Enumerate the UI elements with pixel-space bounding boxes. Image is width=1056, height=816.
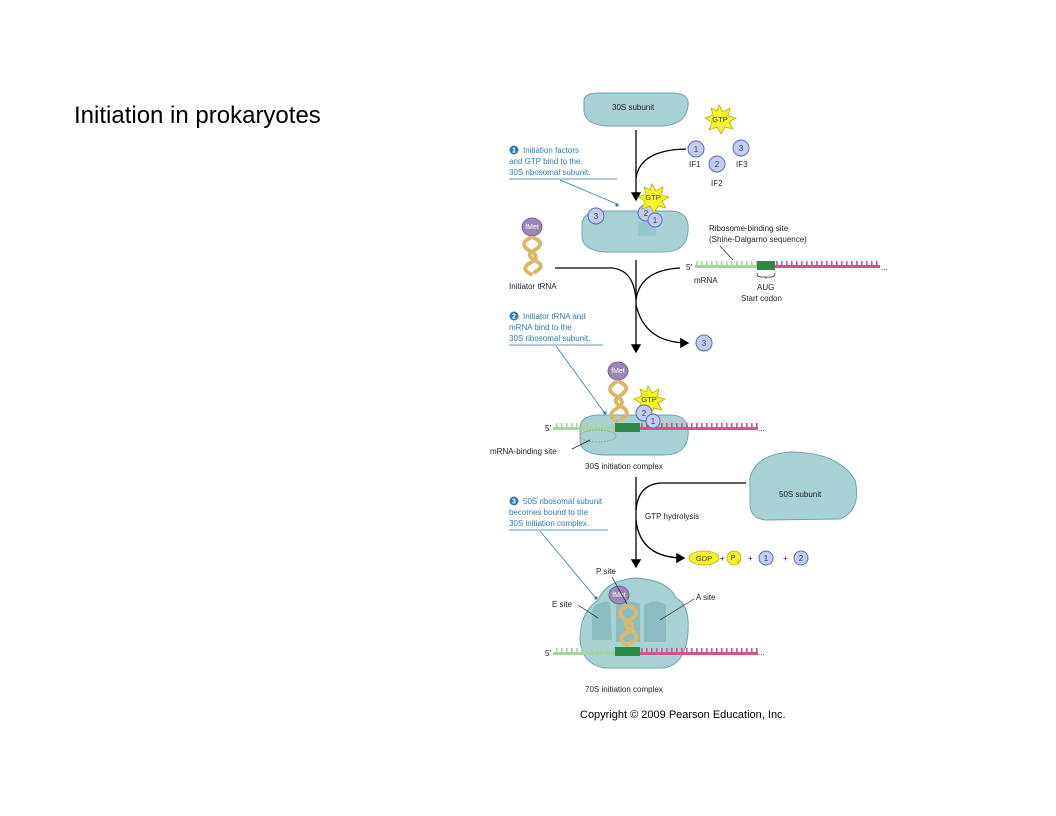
if1-factor: 1 — [687, 140, 705, 158]
30s-subunit-label: 30S subunit — [612, 103, 655, 112]
svg-text:3: 3 — [702, 339, 707, 348]
mrna-coding — [775, 261, 880, 270]
gtp-hydrolysis-label: GTP hydrolysis — [645, 512, 699, 521]
svg-text:2: 2 — [642, 409, 647, 418]
if2-label: IF2 — [711, 179, 723, 188]
mrna2-ellipsis: ... — [758, 424, 765, 433]
e-site-pocket — [592, 601, 612, 640]
svg-text:1: 1 — [764, 554, 769, 563]
svg-text:3: 3 — [594, 212, 599, 221]
if3-label: IF3 — [736, 160, 748, 169]
start-codon-label: Start codon — [741, 294, 782, 303]
slide-title: Initiation in prokaryotes — [74, 102, 321, 129]
svg-text:1: 1 — [653, 216, 658, 225]
svg-text:2: 2 — [512, 314, 516, 321]
svg-text:fMet: fMet — [525, 224, 539, 231]
50s-subunit-free — [749, 451, 858, 521]
svg-text:2: 2 — [799, 554, 804, 563]
svg-text:+: + — [748, 554, 753, 563]
svg-text:1: 1 — [694, 145, 699, 154]
svg-text:fMet: fMet — [612, 592, 626, 599]
phosphate-product: P i — [726, 550, 742, 566]
70s-complex-label: 70S initiation complex — [585, 685, 663, 694]
mrna-label: mRNA — [694, 276, 718, 285]
svg-text:GDP: GDP — [696, 554, 712, 563]
gtp-star-top: GTP — [704, 104, 738, 135]
svg-text:fMet: fMet — [611, 368, 625, 375]
mrna-shine-dalgarno — [695, 261, 757, 270]
if1-in-complex: 1 — [645, 413, 661, 429]
initiator-trna: fMet — [521, 217, 543, 276]
if1-bound: 1 — [647, 212, 663, 228]
svg-text:2: 2 — [644, 209, 649, 218]
step-2-note: 2 Initiator tRNA and mRNA bind to the 30… — [509, 311, 607, 415]
aug-label: AUG — [757, 283, 774, 292]
mrna-ellipsis: ... — [881, 263, 888, 272]
e-site-label: E site — [552, 600, 573, 609]
trna-in-30s-complex: fMet — [607, 361, 629, 423]
mrna3-5prime-label: 5′ — [545, 649, 551, 658]
30s-subunit-free — [583, 92, 689, 127]
trna-in-70s-complex: fMet — [608, 585, 639, 647]
svg-text:30S ribosomal subunit.: 30S ribosomal subunit. — [509, 334, 590, 343]
if3-factor: 3 — [732, 139, 750, 157]
svg-text:GTP: GTP — [641, 395, 656, 404]
arrow-trna-in — [555, 267, 637, 301]
a-site-pocket — [644, 601, 666, 642]
if2-released: 2 — [793, 550, 809, 566]
svg-text:and GTP bind to the: and GTP bind to the — [509, 157, 581, 166]
if3-released: 3 — [695, 334, 713, 352]
50s-subunit-label: 50S subunit — [779, 490, 822, 499]
arrow-if3-release — [635, 304, 690, 349]
if3-bound: 3 — [587, 207, 605, 225]
svg-text:becomes bound to the: becomes bound to the — [509, 508, 589, 517]
step-1-note: 1 Initiation factors and GTP bind to the… — [509, 145, 619, 207]
30s-complex-label: 30S initiation complex — [585, 462, 663, 471]
svg-text:2: 2 — [715, 160, 720, 169]
if1-released: 1 — [758, 550, 774, 566]
svg-text:1: 1 — [512, 148, 516, 155]
arrow-factors-in — [635, 148, 687, 179]
30s-initiation-complex — [579, 414, 689, 456]
mrna2-5prime-label: 5′ — [545, 424, 551, 433]
gdp-product: GDP — [688, 550, 720, 566]
svg-text:Initiator tRNA and: Initiator tRNA and — [523, 312, 586, 321]
svg-text:mRNA bind to the: mRNA bind to the — [509, 323, 572, 332]
svg-text:Initiation factors: Initiation factors — [523, 146, 579, 155]
arrow-50s-in — [635, 482, 746, 511]
svg-text:50S ribosomal subunit: 50S ribosomal subunit — [523, 497, 603, 506]
mrna-5prime-label: 5′ — [686, 263, 692, 272]
svg-text:3: 3 — [739, 144, 744, 153]
mrna-binding-site-label: mRNA-binding site — [490, 447, 557, 456]
mrna3-ellipsis: ... — [758, 648, 765, 657]
arrow-mrna-in — [635, 267, 681, 301]
svg-text:1: 1 — [651, 417, 656, 426]
copyright-notice: Copyright © 2009 Pearson Education, Inc. — [580, 709, 786, 721]
if1-label: IF1 — [689, 160, 701, 169]
rbs-label-2: (Shine-Dalgarno sequence) — [709, 235, 807, 244]
rbs-label-1: Ribosome-binding site — [709, 224, 789, 233]
svg-text:3: 3 — [512, 499, 516, 506]
svg-text:30S initiation complex.: 30S initiation complex. — [509, 519, 589, 528]
svg-text:GTP: GTP — [712, 115, 727, 124]
gtp-star-bound: GTP — [637, 183, 671, 214]
svg-text:P: P — [730, 553, 735, 562]
svg-text:GTP: GTP — [645, 193, 660, 202]
svg-text:+: + — [720, 554, 725, 563]
svg-text:+: + — [783, 554, 788, 563]
initiator-trna-label: Initiator tRNA — [509, 282, 557, 291]
if2-factor: 2 — [708, 155, 726, 173]
svg-text:30S ribosomal subunit.: 30S ribosomal subunit. — [509, 168, 590, 177]
step-3-note: 3 50S ribosomal subunit becomes bound to… — [509, 496, 608, 600]
p-site-label: P site — [596, 567, 616, 576]
a-site-label: A site — [696, 593, 716, 602]
arrow-products-out — [635, 519, 686, 564]
svg-text:i: i — [737, 559, 738, 565]
mrna-aug — [757, 261, 775, 270]
